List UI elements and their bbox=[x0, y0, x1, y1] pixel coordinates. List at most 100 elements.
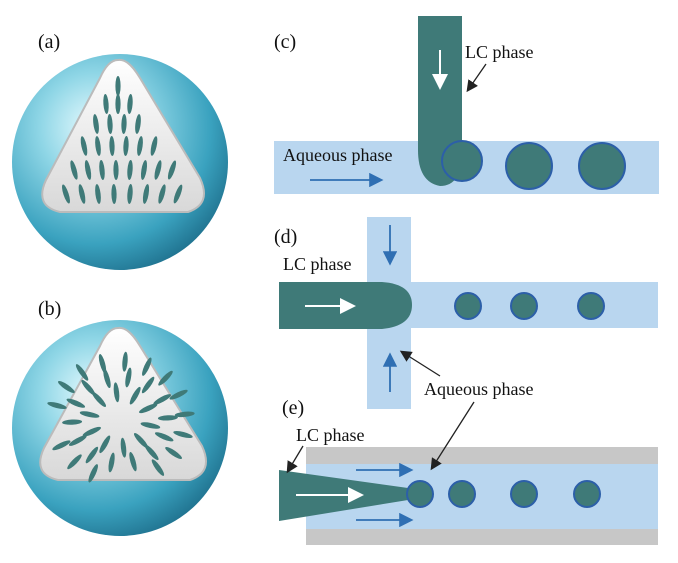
radial-lc-ellipses bbox=[47, 351, 195, 483]
lc-phase-label-d: LC phase bbox=[283, 254, 351, 274]
lc-molecule-ellipse bbox=[75, 364, 89, 381]
lc-molecule-ellipse bbox=[137, 136, 143, 156]
lc-molecule-ellipse bbox=[109, 136, 115, 156]
lc-molecule-ellipse bbox=[66, 398, 86, 408]
outer-sheath-bottom-e bbox=[306, 529, 658, 545]
lc-molecule-ellipse bbox=[140, 422, 161, 429]
lc-molecule-ellipse bbox=[52, 440, 71, 451]
lc-molecule-ellipse bbox=[174, 411, 195, 418]
lc-molecule-ellipse bbox=[99, 435, 111, 454]
lc-molecule-ellipse bbox=[82, 426, 101, 437]
droplet-d bbox=[510, 292, 538, 320]
lc-molecule-ellipse bbox=[153, 394, 172, 405]
lc-molecule-ellipse bbox=[140, 160, 148, 180]
lc-molecule-ellipse bbox=[139, 403, 158, 414]
lc-molecule-ellipse bbox=[125, 367, 132, 388]
panel-label-c: (c) bbox=[274, 31, 296, 53]
lc-molecule-ellipse bbox=[88, 464, 98, 483]
lc-molecule-ellipse bbox=[150, 136, 158, 156]
lc-molecule-ellipse bbox=[91, 391, 107, 407]
lc-molecule-ellipse bbox=[173, 430, 193, 439]
lc-molecule-ellipse bbox=[157, 415, 178, 421]
lc-molecule-ellipse bbox=[67, 454, 82, 470]
lc-molecule-ellipse bbox=[103, 368, 111, 389]
lc-molecule-ellipse bbox=[173, 184, 183, 204]
droplet-e bbox=[510, 480, 538, 508]
lc-molecule-ellipse bbox=[80, 136, 88, 156]
lc-molecule-ellipse bbox=[85, 446, 99, 464]
lc-molecule-ellipse bbox=[122, 351, 128, 372]
droplet-d bbox=[454, 292, 482, 320]
droplet-d bbox=[577, 292, 605, 320]
lc-molecule-ellipse bbox=[144, 444, 159, 461]
lc-molecule-ellipse bbox=[127, 94, 133, 114]
lc-molecule-ellipse bbox=[47, 401, 67, 410]
lc-molecule-ellipse bbox=[127, 160, 133, 180]
sphere-b bbox=[12, 320, 228, 536]
lc-molecule-ellipse bbox=[121, 114, 127, 134]
droplet-forming-c bbox=[441, 140, 483, 182]
lc-molecule-ellipse bbox=[115, 76, 121, 96]
panel-label-b: (b) bbox=[38, 298, 61, 320]
lc-molecule-ellipse bbox=[84, 160, 92, 180]
lc-molecule-ellipse bbox=[95, 136, 101, 156]
lc-molecule-ellipse bbox=[107, 114, 113, 134]
lc-phase-label-e: LC phase bbox=[296, 425, 364, 445]
lc-molecule-ellipse bbox=[78, 184, 86, 204]
lc-molecule-ellipse bbox=[103, 94, 109, 114]
lc-molecule-ellipse bbox=[167, 160, 177, 180]
lc-molecule-ellipse bbox=[108, 452, 115, 473]
lc-molecule-ellipse bbox=[158, 184, 166, 204]
lc-molecule-ellipse bbox=[151, 459, 165, 476]
aqueous-pointer-d bbox=[399, 350, 441, 377]
lc-molecule-ellipse bbox=[120, 437, 127, 458]
lc-molecule-ellipse bbox=[81, 379, 96, 396]
lc-molecule-ellipse bbox=[62, 184, 70, 204]
lc-molecule-ellipse bbox=[158, 370, 173, 386]
sphere-a bbox=[12, 54, 228, 270]
droplet-c bbox=[505, 142, 553, 190]
lc-molecule-ellipse bbox=[115, 94, 121, 114]
lc-molecule-ellipse bbox=[127, 184, 133, 204]
lc-molecule-ellipse bbox=[99, 160, 105, 180]
aqueous-phase-label-d: Aqueous phase bbox=[424, 379, 533, 399]
droplet-e bbox=[448, 480, 476, 508]
lc-molecule-ellipse bbox=[79, 411, 100, 418]
droplet-forming-e bbox=[406, 480, 434, 508]
lc-molecule-ellipse bbox=[70, 160, 78, 180]
lc-pointer-c bbox=[466, 63, 487, 93]
lc-molecule-ellipse bbox=[113, 160, 119, 180]
lc-molecule-ellipse bbox=[154, 432, 174, 442]
lc-phase-label-c: LC phase bbox=[465, 42, 533, 62]
triangular-cavity-a bbox=[41, 58, 205, 213]
lc-molecule-ellipse bbox=[113, 382, 120, 403]
lc-molecule-ellipse bbox=[133, 433, 149, 449]
aqueous-phase-label-c: Aqueous phase bbox=[283, 145, 392, 165]
lc-molecule-ellipse bbox=[154, 160, 162, 180]
droplet-c bbox=[578, 142, 626, 190]
lc-molecule-ellipse bbox=[95, 184, 101, 204]
lc-molecule-ellipse bbox=[141, 376, 155, 394]
lc-molecule-ellipse bbox=[135, 114, 141, 134]
lc-molecule-ellipse bbox=[98, 354, 107, 374]
lc-molecule-ellipse bbox=[93, 114, 99, 134]
panel-label-e: (e) bbox=[282, 397, 304, 419]
lc-molecule-ellipse bbox=[62, 419, 83, 425]
lc-molecule-ellipse bbox=[111, 184, 117, 204]
lc-molecule-ellipse bbox=[142, 357, 152, 376]
lc-molecule-ellipse bbox=[58, 380, 75, 394]
panel-label-a: (a) bbox=[38, 31, 60, 53]
droplet-e bbox=[573, 480, 601, 508]
bipolar-lc-ellipses bbox=[62, 76, 183, 204]
lc-pointer-e bbox=[286, 445, 304, 474]
aqueous-pointer-e bbox=[430, 401, 475, 471]
lc-molecule-ellipse bbox=[165, 446, 182, 460]
lc-molecule-ellipse bbox=[129, 451, 137, 472]
triangular-cavity-b bbox=[39, 326, 207, 481]
lc-molecule-ellipse bbox=[129, 386, 141, 405]
lc-molecule-ellipse bbox=[123, 136, 129, 156]
lc-molecule-ellipse bbox=[169, 389, 188, 400]
outer-sheath-top-e bbox=[306, 447, 658, 464]
panel-label-d: (d) bbox=[274, 226, 297, 248]
